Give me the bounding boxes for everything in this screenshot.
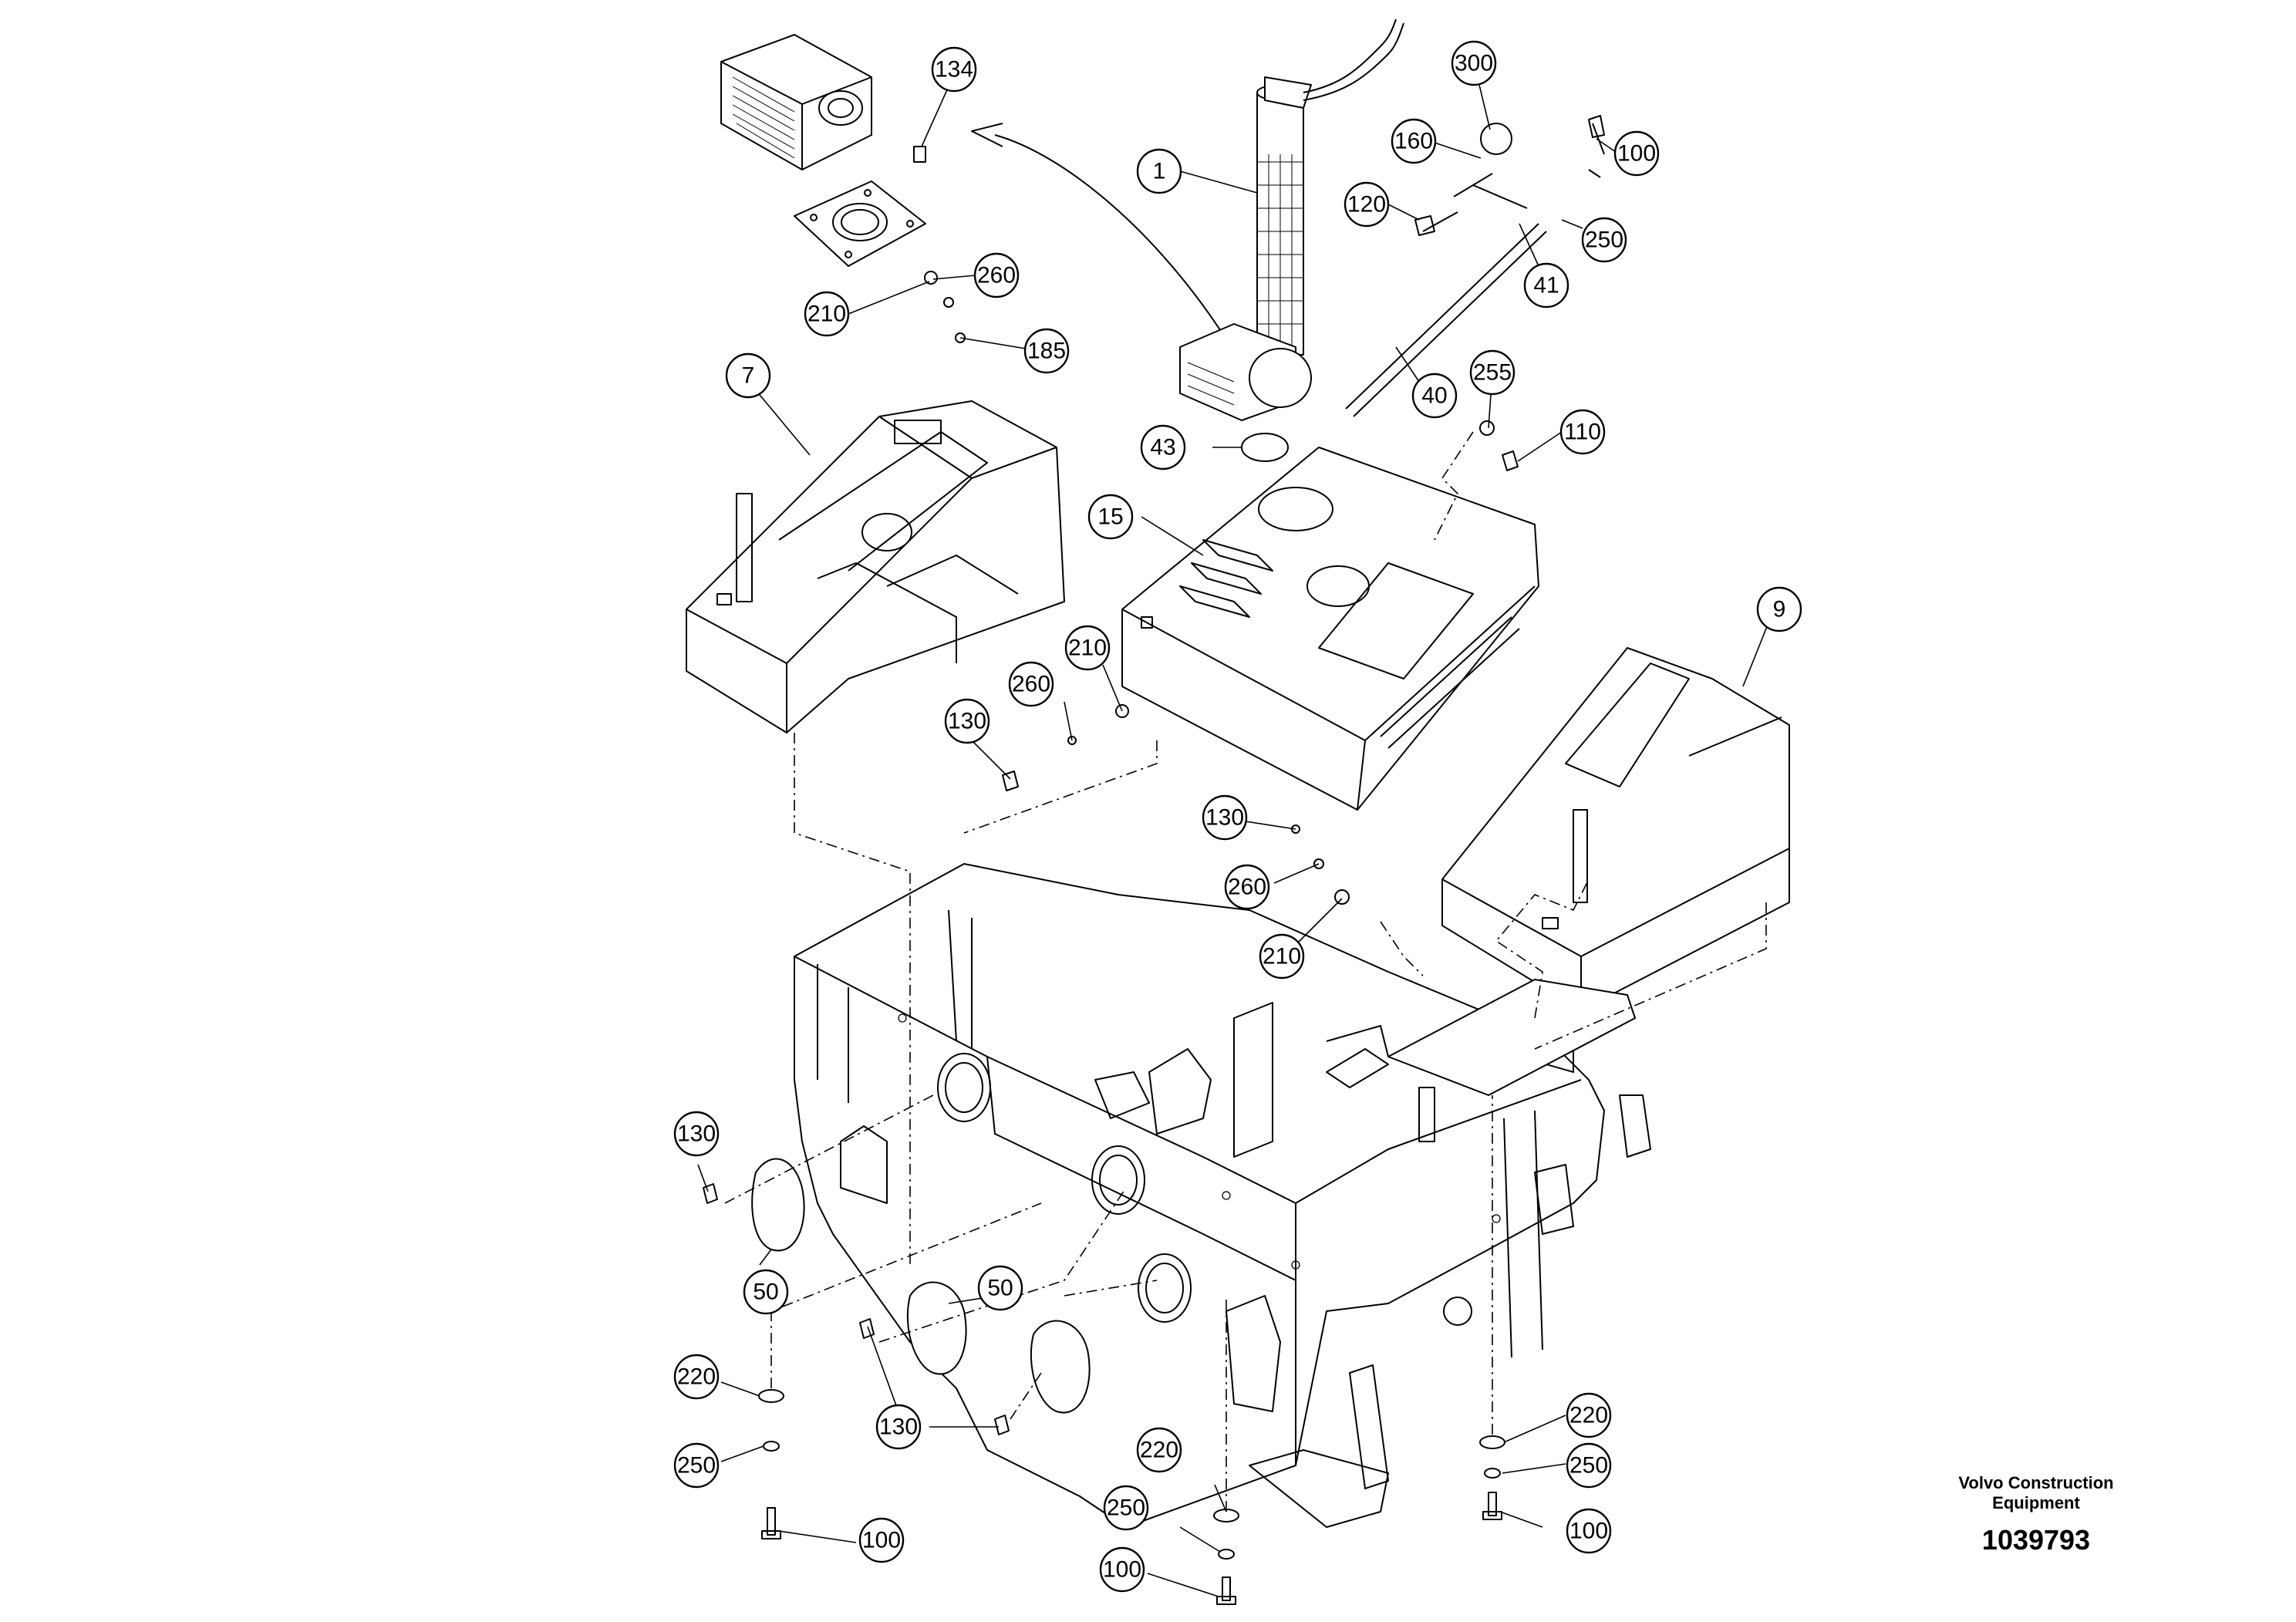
callout-110: 110: [1559, 409, 1606, 455]
svg-text:130: 130: [1205, 805, 1244, 831]
detail-arrow-head: [971, 123, 1003, 147]
callout-134: 134: [931, 46, 977, 93]
svg-text:43: 43: [1150, 435, 1175, 460]
callout-210-c: 210: [1259, 933, 1305, 980]
callout-7: 7: [725, 352, 771, 399]
svg-text:15: 15: [1097, 504, 1123, 530]
callout-220: 220: [673, 1354, 720, 1400]
svg-text:260: 260: [1228, 875, 1266, 900]
callout-220-c: 220: [1566, 1392, 1612, 1438]
svg-text:50: 50: [987, 1276, 1013, 1301]
callout-41: 41: [1523, 262, 1569, 309]
callout-185: 185: [1023, 328, 1070, 374]
publisher-block: Volvo Construction Equipment 1039793: [1920, 1473, 2152, 1556]
svg-text:41: 41: [1533, 273, 1559, 298]
svg-text:130: 130: [879, 1415, 918, 1440]
detail-arrow: [994, 134, 1227, 340]
svg-text:1: 1: [1153, 159, 1166, 184]
svg-text:160: 160: [1394, 129, 1433, 154]
callout-210: 210: [804, 291, 850, 337]
svg-text:185: 185: [1027, 339, 1066, 364]
callout-250-c: 250: [1103, 1485, 1149, 1531]
callout-130-d: 130: [875, 1404, 922, 1450]
callout-260: 260: [973, 252, 1020, 298]
callout-130-c: 130: [673, 1111, 720, 1157]
svg-text:210: 210: [1068, 636, 1107, 661]
svg-text:220: 220: [1569, 1403, 1608, 1428]
svg-text:100: 100: [1569, 1519, 1608, 1544]
callout-130-b: 130: [1202, 794, 1248, 841]
access-cover-left-part: [751, 1158, 805, 1252]
callout-160: 160: [1391, 118, 1437, 164]
callout-40: 40: [1411, 373, 1458, 419]
svg-text:250: 250: [1585, 228, 1623, 253]
callout-130: 130: [944, 698, 990, 744]
callout-250-b: 250: [673, 1442, 720, 1489]
access-cover-center-part: [906, 1281, 967, 1375]
callout-15: 15: [1087, 494, 1134, 540]
main-frame-part: [794, 863, 1651, 1528]
svg-text:120: 120: [1347, 192, 1386, 218]
svg-text:255: 255: [1473, 360, 1512, 386]
callout-300: 300: [1451, 40, 1497, 86]
access-cover-right-part: [1030, 1320, 1091, 1414]
svg-text:210: 210: [807, 302, 846, 327]
callout-255: 255: [1469, 349, 1515, 396]
svg-text:220: 220: [677, 1364, 716, 1390]
svg-text:250: 250: [677, 1453, 716, 1479]
right-rear-bracket-part: [1326, 979, 1636, 1096]
callout-1: 1: [1136, 148, 1182, 194]
svg-text:130: 130: [677, 1121, 716, 1147]
callout-250: 250: [1581, 217, 1627, 263]
svg-text:300: 300: [1455, 51, 1493, 76]
top-hood-cover-part: [1121, 447, 1539, 811]
callout-250-d: 250: [1566, 1442, 1612, 1489]
exhaust-gasket-part: [1241, 433, 1289, 462]
svg-text:100: 100: [1617, 141, 1656, 167]
callout-260-b: 260: [1008, 661, 1054, 707]
exhaust-pipe-part: [1179, 19, 1404, 421]
svg-text:260: 260: [977, 263, 1016, 288]
svg-text:100: 100: [862, 1528, 901, 1553]
callout-43: 43: [1140, 424, 1186, 470]
company-name-line1: Volvo Construction: [1958, 1473, 2114, 1492]
part-callouts: 134 300 160 100 1 120 250 41 260 210 185…: [673, 40, 1802, 1593]
intake-flange-plate-part: [794, 180, 926, 267]
svg-text:250: 250: [1107, 1496, 1145, 1521]
svg-text:100: 100: [1103, 1557, 1141, 1583]
callout-220-b: 220: [1136, 1427, 1182, 1473]
callout-120: 120: [1344, 181, 1390, 228]
svg-text:220: 220: [1140, 1438, 1178, 1463]
callout-100-b: 100: [858, 1517, 905, 1563]
svg-text:9: 9: [1773, 597, 1786, 622]
callout-9: 9: [1756, 586, 1802, 632]
left-frame-panel-part: [686, 400, 1065, 733]
right-console-part: [1441, 647, 1790, 1011]
document-number: 1039793: [1981, 1524, 2091, 1556]
callout-100-c: 100: [1099, 1546, 1145, 1593]
company-name-line2: Equipment: [1992, 1493, 2080, 1512]
svg-text:50: 50: [753, 1280, 778, 1305]
svg-text:260: 260: [1012, 672, 1050, 697]
control-rod-part: [1345, 123, 1605, 417]
callout-50: 50: [743, 1269, 789, 1315]
callout-50-b: 50: [977, 1265, 1023, 1311]
svg-text:40: 40: [1421, 383, 1447, 409]
callout-210-b: 210: [1064, 625, 1111, 671]
svg-text:250: 250: [1569, 1453, 1608, 1479]
svg-text:7: 7: [742, 363, 755, 389]
svg-text:130: 130: [948, 709, 986, 734]
svg-text:210: 210: [1263, 944, 1301, 969]
callout-100-d: 100: [1566, 1508, 1612, 1554]
svg-text:134: 134: [935, 57, 973, 83]
air-cleaner-cover-part: [720, 34, 872, 170]
callout-100: 100: [1613, 130, 1660, 177]
svg-text:110: 110: [1564, 420, 1601, 445]
callout-260-c: 260: [1224, 864, 1270, 910]
